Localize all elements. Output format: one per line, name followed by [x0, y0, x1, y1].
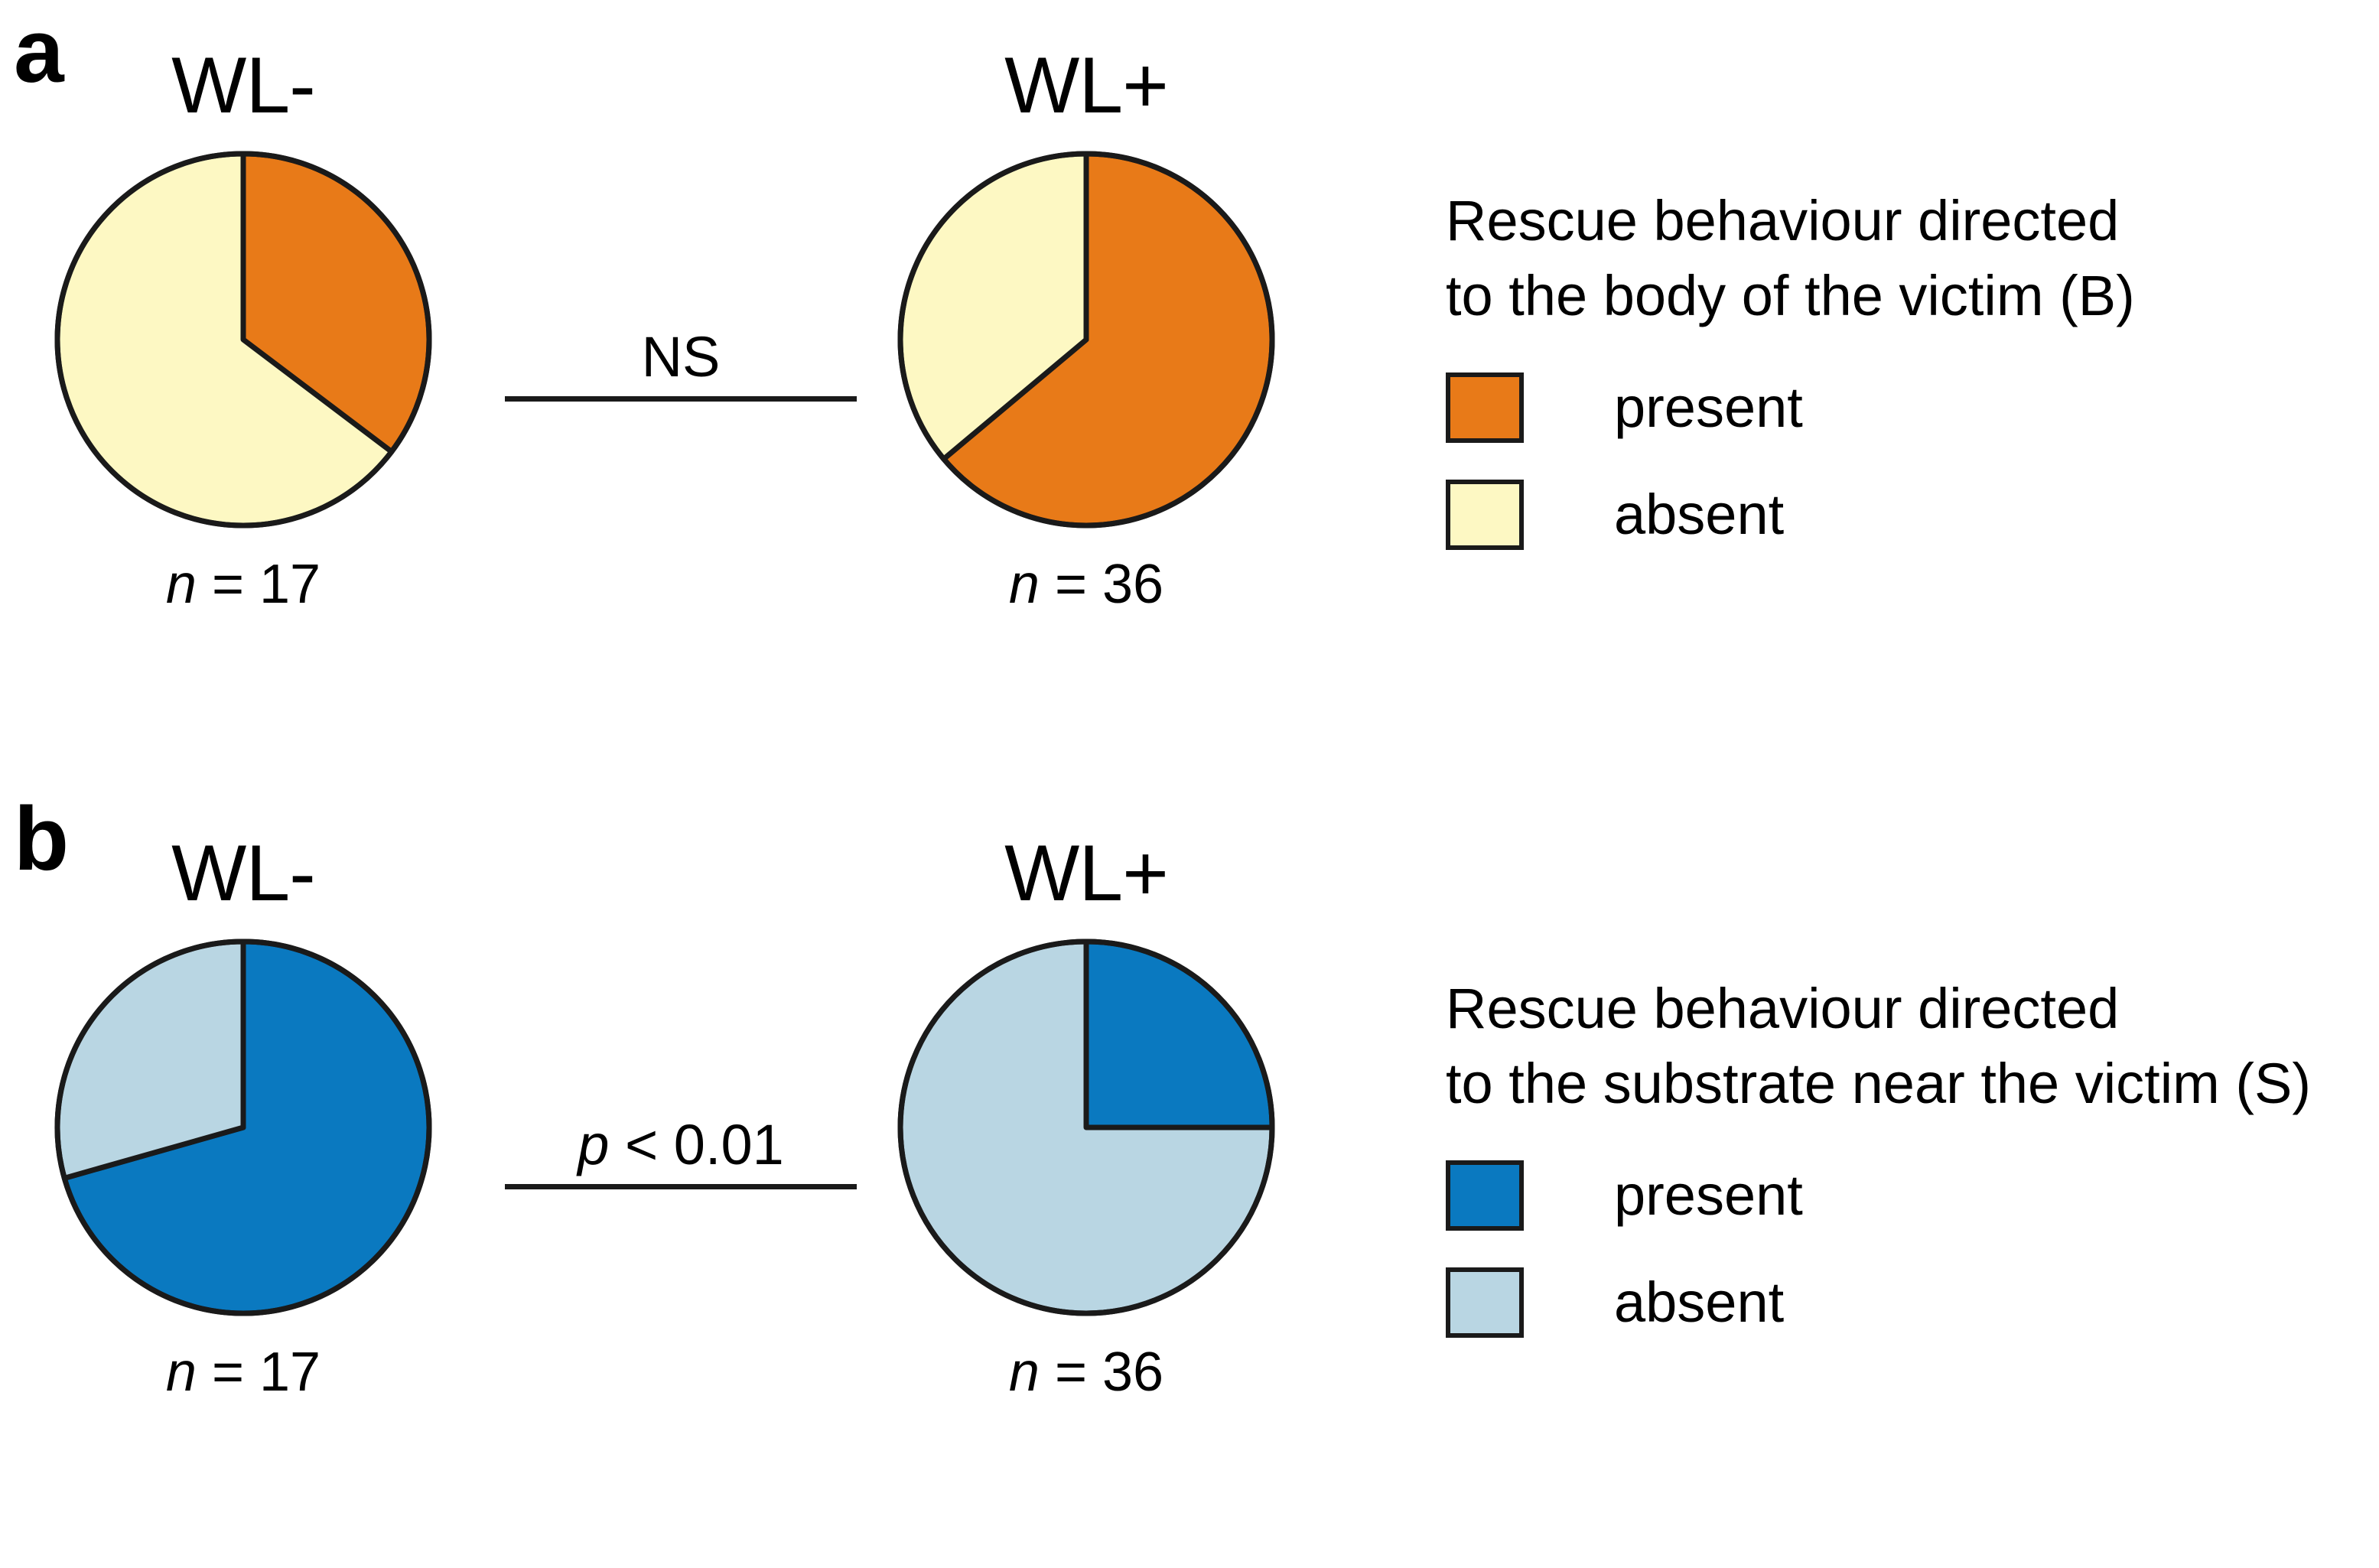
- group-title: WL+: [1004, 829, 1169, 918]
- pie-outline: [897, 151, 1275, 529]
- group-title: WL-: [171, 41, 316, 130]
- legend-swatch-present: [1446, 1160, 1524, 1231]
- panel-b-group-wl-plus: WL+ n = 36: [872, 834, 1300, 1400]
- sample-size-label: n = 17: [29, 1345, 457, 1400]
- n-value: 36: [1102, 554, 1164, 615]
- n-symbol: n: [165, 554, 197, 615]
- panel-a-comparison: NS: [497, 329, 864, 402]
- legend-label: absent: [1614, 483, 1785, 547]
- pie-chart-b-wl-plus: [895, 936, 1277, 1319]
- group-title: WL+: [1004, 41, 1169, 130]
- legend-item-absent[interactable]: absent: [1446, 480, 2364, 551]
- pie-chart-b-wl-minus: [52, 936, 434, 1319]
- n-value: 17: [259, 554, 321, 615]
- legend-swatch-absent: [1446, 480, 1524, 551]
- panel-a: a WL- n = 17 NS WL+: [14, 1, 2364, 612]
- legend-item-present[interactable]: present: [1446, 1160, 2364, 1231]
- panel-a-legend: Rescue behaviour directed to the body of…: [1446, 184, 2364, 587]
- panel-b: b WL- n = 17 p < 0.01: [0, 788, 2379, 1568]
- panel-b-group-wl-minus: WL- n = 17: [29, 834, 457, 1400]
- panel-letter-a: a: [14, 1, 64, 102]
- pie-svg: [897, 151, 1275, 529]
- significance-label: NS: [641, 325, 721, 389]
- panel-letter-b: b: [14, 789, 69, 890]
- legend-item-absent[interactable]: absent: [1446, 1267, 2364, 1339]
- legend-label: present: [1614, 1163, 1803, 1228]
- panel-a-group-wl-minus: WL- n = 17: [29, 46, 457, 612]
- legend-swatch-present: [1446, 372, 1524, 444]
- panel-a-group-wl-plus: WL+ n = 36: [872, 46, 1300, 612]
- n-symbol: n: [1008, 1342, 1040, 1403]
- legend-item-present[interactable]: present: [1446, 372, 2364, 444]
- pie-svg: [54, 939, 432, 1316]
- p-symbol: p: [578, 1113, 610, 1176]
- n-value: 17: [259, 1342, 321, 1403]
- p-value-text: < 0.01: [609, 1113, 784, 1176]
- n-value: 36: [1102, 1342, 1164, 1403]
- sample-size-label: n = 17: [29, 557, 457, 612]
- legend-title: Rescue behaviour directed to the body of…: [1446, 189, 2135, 327]
- pie-chart-a-wl-plus: [895, 148, 1277, 531]
- legend-label: present: [1614, 376, 1803, 440]
- pie-svg: [54, 151, 432, 529]
- pie-outline: [54, 151, 432, 529]
- significance-label: p < 0.01: [497, 1117, 864, 1173]
- n-equals: =: [196, 1342, 259, 1403]
- n-equals: =: [196, 554, 259, 615]
- n-symbol: n: [1008, 554, 1040, 615]
- legend-title: Rescue behaviour directed to the substra…: [1446, 977, 2312, 1115]
- sample-size-label: n = 36: [872, 1345, 1300, 1400]
- comparison-line: [505, 396, 857, 402]
- pie-chart-a-wl-minus: [52, 148, 434, 531]
- pie-outline: [897, 939, 1275, 1316]
- panel-b-comparison: p < 0.01: [497, 1117, 864, 1189]
- legend-label: absent: [1614, 1270, 1785, 1335]
- comparison-line: [505, 1184, 857, 1189]
- n-equals: =: [1039, 554, 1102, 615]
- panel-b-legend: Rescue behaviour directed to the substra…: [1446, 971, 2364, 1374]
- group-title: WL-: [171, 829, 316, 918]
- n-equals: =: [1039, 1342, 1102, 1403]
- sample-size-label: n = 36: [872, 557, 1300, 612]
- n-symbol: n: [165, 1342, 197, 1403]
- legend-swatch-absent: [1446, 1267, 1524, 1339]
- pie-svg: [897, 939, 1275, 1316]
- pie-outline: [54, 939, 432, 1316]
